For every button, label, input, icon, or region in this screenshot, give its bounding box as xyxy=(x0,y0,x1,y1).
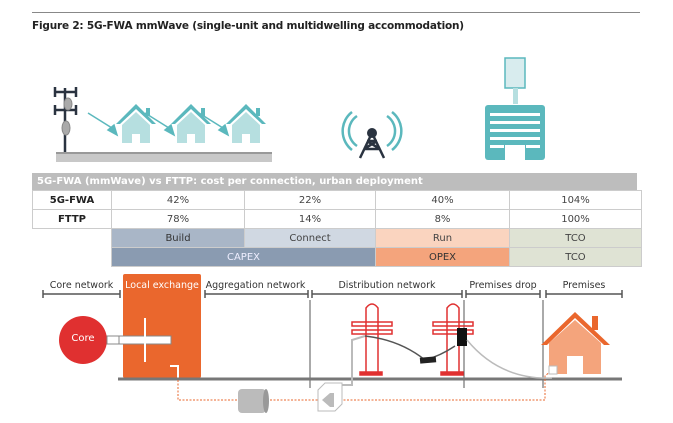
cost-table: 5G-FWA 42% 22% 40% 104% FTTP 78% 14% 8% … xyxy=(32,190,642,267)
table-cell: 104% xyxy=(509,190,642,210)
group-tco: TCO xyxy=(509,247,642,267)
segment-ruler xyxy=(42,290,623,388)
table-cell: 8% xyxy=(375,209,510,229)
exchange-connector xyxy=(106,318,179,380)
segment-aggregation-network: Aggregation network xyxy=(205,280,306,291)
table-cell: 22% xyxy=(244,190,376,210)
fibre-duct-line xyxy=(177,369,553,401)
local-exchange-box xyxy=(123,274,201,378)
segment-core-network: Core network xyxy=(49,280,114,291)
core-label: Core xyxy=(71,333,95,344)
top-rule xyxy=(32,12,640,13)
table-row: 5G-FWA 42% 22% 40% 104% xyxy=(32,190,642,210)
cabinet-icon xyxy=(317,335,366,412)
blank-cell xyxy=(33,248,112,267)
cell-tower-icon xyxy=(53,87,78,152)
table-cell: 42% xyxy=(111,190,245,210)
table-row: FTTP 78% 14% 8% 100% xyxy=(32,209,642,229)
ground-strip xyxy=(56,152,272,162)
group-row: CAPEX OPEX TCO xyxy=(33,247,642,267)
group-opex: OPEX xyxy=(375,247,510,267)
premises-house-icon xyxy=(541,312,610,375)
table-cell: 78% xyxy=(111,209,245,229)
table-cell: 40% xyxy=(375,190,510,210)
telegraph-pole-icon xyxy=(351,303,393,376)
radio-mast-icon xyxy=(341,111,403,159)
segment-local-exchange: Local exchange xyxy=(125,280,199,291)
category-build: Build xyxy=(111,228,245,248)
cable-drum-icon xyxy=(238,389,269,413)
row-label: FTTP xyxy=(32,209,112,229)
table-cell: 14% xyxy=(244,209,376,229)
segment-distribution-network: Distribution network xyxy=(338,280,436,291)
category-tco: TCO xyxy=(509,228,642,248)
category-connect: Connect xyxy=(244,228,376,248)
group-capex: CAPEX xyxy=(111,247,376,267)
core-node xyxy=(59,316,107,364)
row-label: 5G-FWA xyxy=(32,190,112,210)
telegraph-pole-icon xyxy=(432,303,474,376)
category-row: Build Connect Run TCO xyxy=(33,228,642,248)
blank-cell xyxy=(33,229,112,248)
apartment-building-icon xyxy=(485,57,545,160)
table-header: 5G-FWA (mmWave) vs FTTP: cost per connec… xyxy=(32,173,637,190)
table-cell: 100% xyxy=(509,209,642,229)
category-run: Run xyxy=(375,228,510,248)
overhead-cable xyxy=(364,328,553,379)
segment-premises-drop: Premises drop xyxy=(469,280,537,291)
segment-premises: Premises xyxy=(562,280,606,291)
house-icons xyxy=(116,104,266,143)
figure-title: Figure 2: 5G-FWA mmWave (single-unit and… xyxy=(32,20,464,32)
